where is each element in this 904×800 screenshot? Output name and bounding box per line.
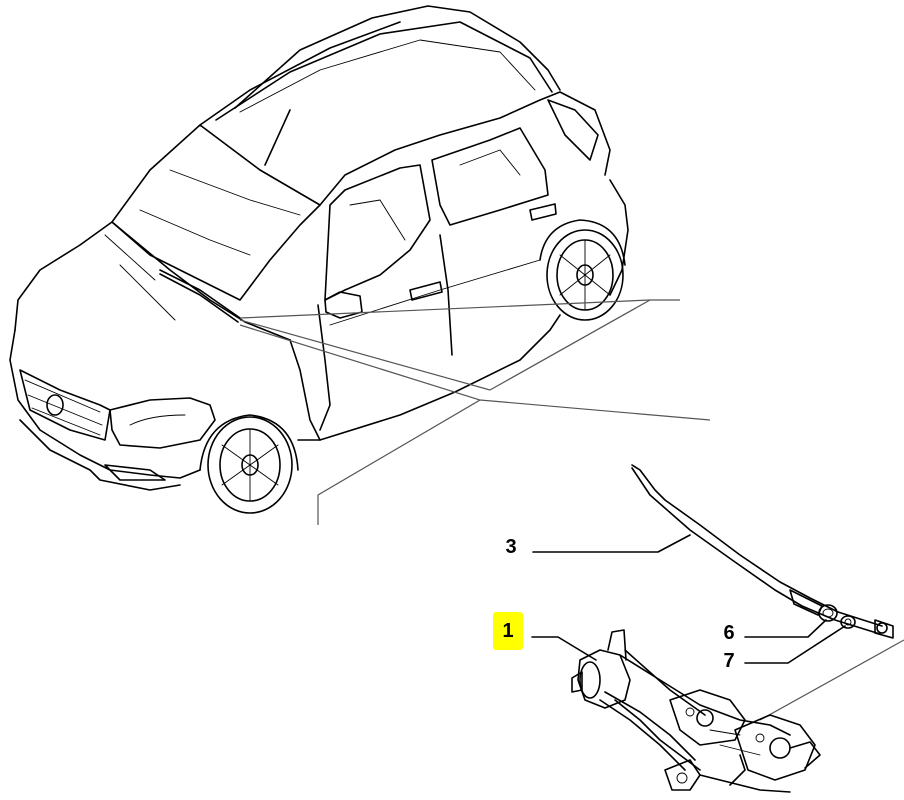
wiper-motor-linkage-part-1 — [571, 629, 821, 793]
car-illustration — [9, 5, 629, 514]
wiper-arm-part-3 — [631, 464, 894, 639]
callout-3: 3 — [505, 536, 517, 558]
callout-1-highlighted: 1 — [493, 612, 523, 650]
callout-7: 7 — [723, 650, 735, 672]
cap-part-6 — [818, 604, 838, 622]
nut-part-7 — [840, 615, 856, 629]
callout-6: 6 — [723, 622, 735, 644]
callout-leaders — [531, 534, 846, 664]
guide-lines — [239, 299, 904, 721]
